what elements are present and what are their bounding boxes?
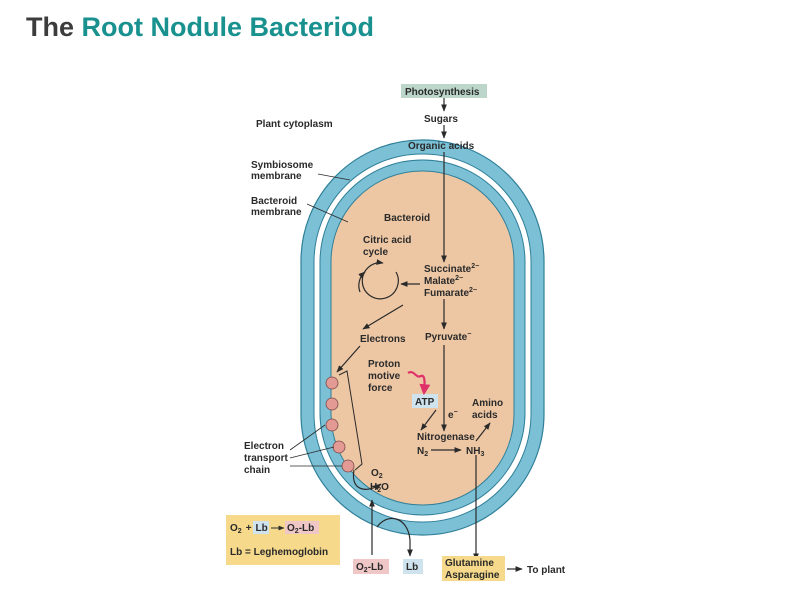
title-prefix: The [26,12,75,42]
citric-acid-label-2: cycle [363,247,388,258]
n2-sub: 2 [424,451,428,458]
electron-label: e− [448,409,458,421]
leader-lines [289,173,351,467]
citric-acid-label-1: Citric acid [363,235,411,246]
etc-complex-5 [341,459,355,473]
n2-label: N2 [417,446,428,458]
proton-label-1: Proton [368,359,400,370]
sugars-label: Sugars [424,114,458,125]
legend-lb: Lb [256,523,268,534]
legend-reaction: O2 + Lb [230,523,268,535]
etc-complex-3 [325,418,339,432]
fumarate-text: Fumarate [424,288,469,299]
lb-box-label: Lb [406,562,418,573]
h2o-sub: 2 [377,487,381,494]
electron-charge: − [454,409,458,416]
etc-complex-2 [325,397,339,411]
legend-definition: Lb = Leghemoglobin [230,547,328,558]
nh3-sub: 3 [480,451,484,458]
n2-text: N [417,446,424,457]
legend-product-sub: 2 [295,528,299,535]
page-title: The Root Nodule Bacteriod [26,12,374,43]
plant-cytoplasm-label: Plant cytoplasm [256,119,333,130]
title-highlight: Root Nodule Bacteriod [81,12,375,42]
to-plant-label: To plant [527,565,566,576]
symbiosome-membrane-label-1: Symbiosome [251,160,314,171]
organic-acids-label: Organic acids [408,141,475,152]
etc-label-2: transport [244,453,289,464]
leghemoglobin-legend-box [226,515,340,565]
legend-o2lb-highlight [285,521,319,534]
succinate-text: Succinate [424,264,472,275]
succinate-label: Succinate2− [424,263,479,275]
legend-product-rest: -Lb [299,523,315,534]
o2-label: O2 [371,468,383,480]
malate-text: Malate [424,276,456,287]
malate-charge: 2− [455,275,463,282]
o2-text: O [371,468,379,479]
o2lb-rest: -Lb [368,562,384,573]
o2lb-sub: 2 [364,567,368,574]
photosynthesis-box [401,84,487,98]
nitrogenase-label: Nitrogenase [417,432,475,443]
legend-o2-o: O [230,523,238,534]
malate-label: Malate2− [424,275,463,287]
asparagine-label: Asparagine [445,570,500,581]
etc-complex-4 [332,440,346,454]
etc-complex-1 [325,376,339,390]
proton-label-2: motive [368,371,401,382]
amino-acids-label-2: acids [472,410,498,421]
legend-product: O2-Lb [287,523,314,535]
lb-box [403,559,423,574]
legend-product-o: O [287,523,295,534]
glutamine-asparagine-box [442,556,505,581]
legend-lb-highlight [253,521,269,534]
bacteroid-membrane-label-1: Bacteroid [251,196,297,207]
fumarate-charge: 2− [469,287,477,294]
succinate-charge: 2− [471,263,479,270]
etc-label-1: Electron [244,441,284,452]
nh3-label: NH3 [466,446,484,458]
bacteroid-membrane-label-2: membrane [251,207,302,218]
glutamine-label: Glutamine [445,558,494,569]
nh3-text: NH [466,446,480,457]
etc-label-3: chain [244,465,270,476]
bacteroid-label: Bacteroid [384,213,430,224]
legend-o2-sub: 2 [238,528,242,535]
legend-plus: + [246,523,252,534]
atp-label: ATP [415,397,435,408]
citric-acid-cycle [358,259,399,300]
o2lb-o: O [356,562,364,573]
proton-label-3: force [368,383,393,394]
atp-box [412,394,438,408]
proton-force-arrow [407,371,431,396]
flow-arrows [336,98,523,572]
electrons-label: Electrons [360,334,406,345]
amino-acids-label-1: Amino [472,398,503,409]
photosynthesis-label: Photosynthesis [405,87,480,98]
o2lb-label: O2-Lb [356,562,383,574]
pyruvate-charge: − [467,331,471,338]
etc-bracket [338,370,363,471]
pyruvate-label: Pyruvate− [425,331,471,343]
fumarate-label: Fumarate2− [424,287,477,299]
h2o-o: O [381,482,389,493]
symbiosome-membrane-label-2: membrane [251,171,302,182]
o2lb-box [353,559,389,574]
electron-text: e [448,410,454,421]
bacteroid-interior [330,170,515,506]
pyruvate-text: Pyruvate [425,332,468,343]
o2-sub: 2 [379,473,383,480]
